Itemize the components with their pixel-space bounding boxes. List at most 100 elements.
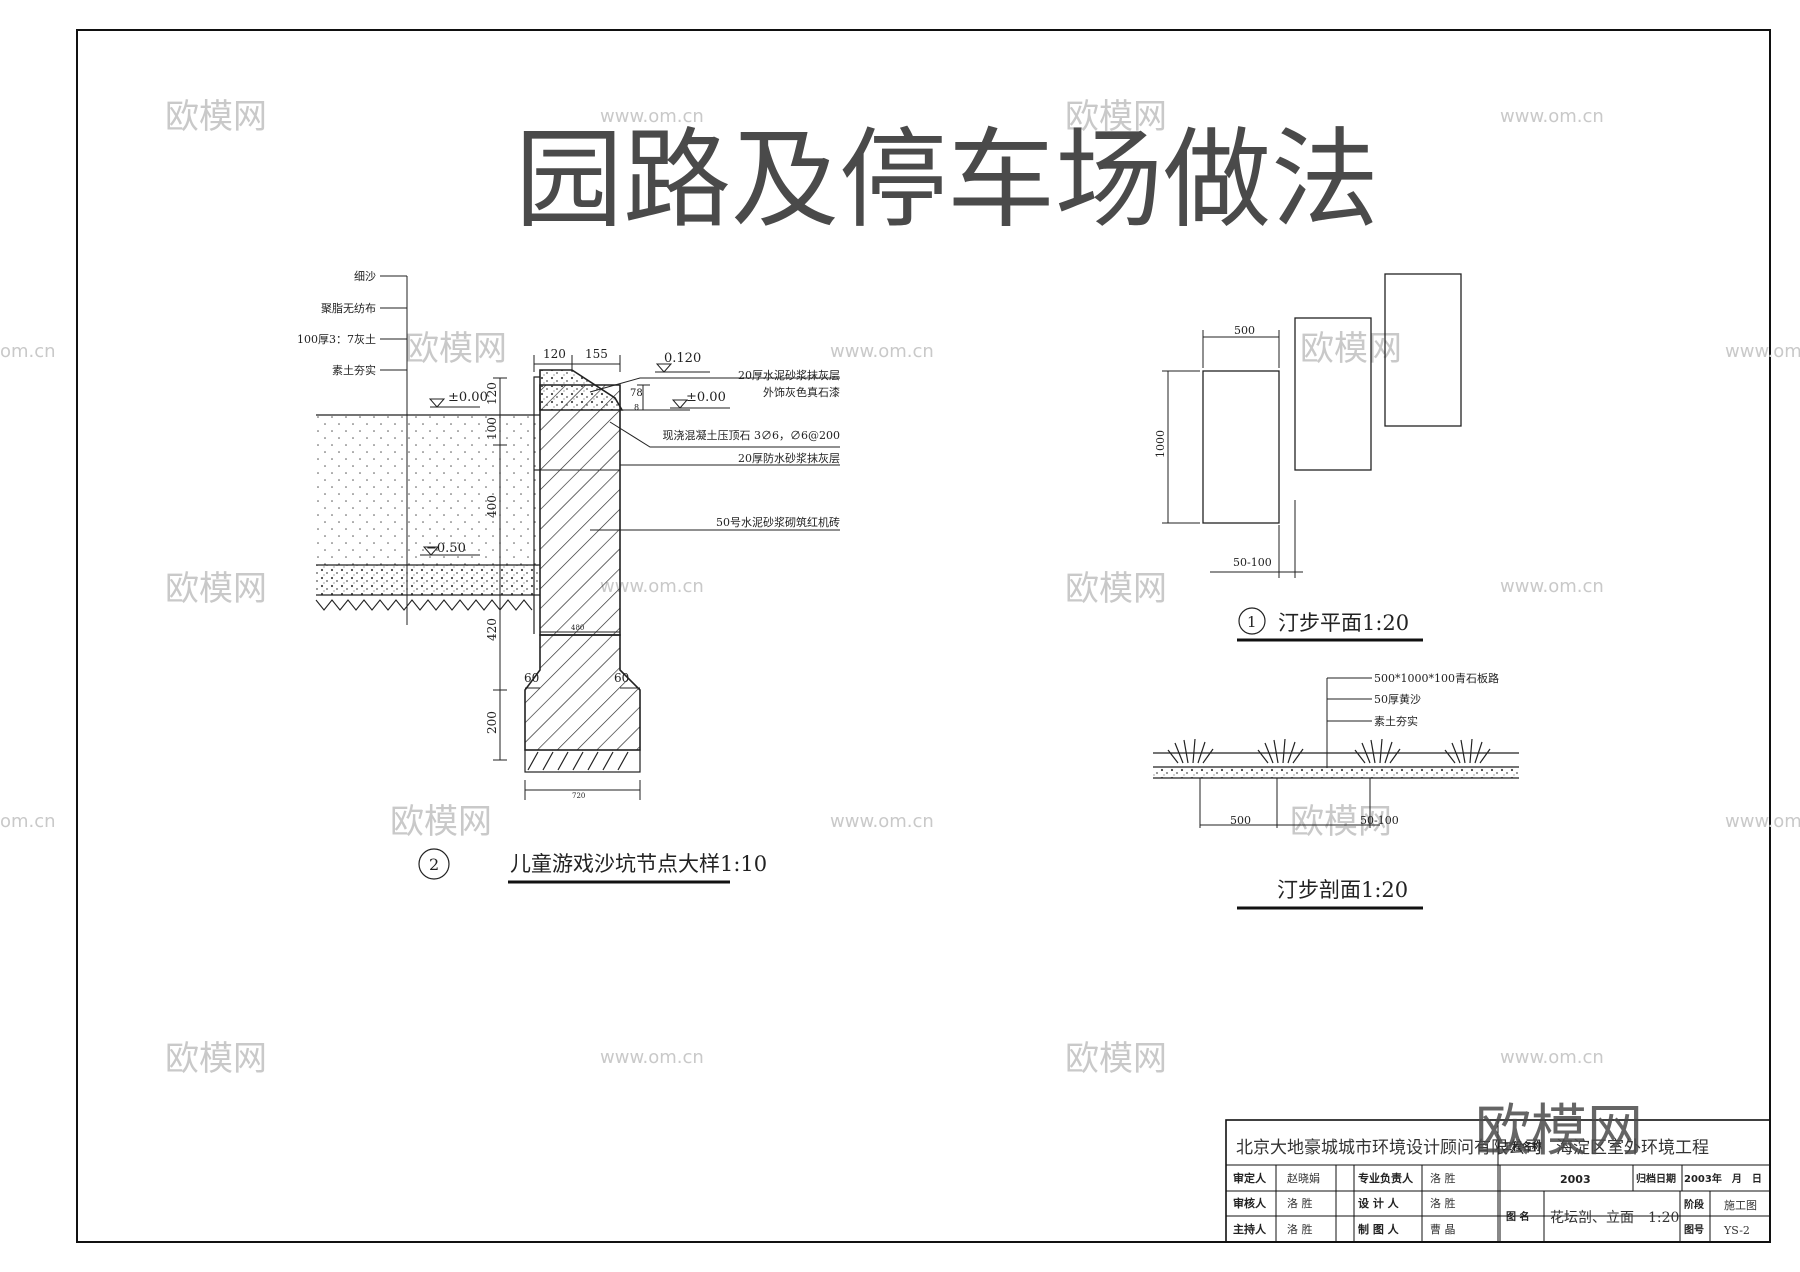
- watermark-url: www.om.cn: [600, 1047, 704, 1068]
- lime-soil-layer: [316, 565, 540, 595]
- dim-label: 50-100: [1360, 814, 1399, 827]
- sand-layer: [1153, 767, 1519, 778]
- level-label: ±0.00: [448, 390, 488, 405]
- stepping-stone: [1384, 273, 1462, 427]
- dim-label: 60: [614, 671, 629, 685]
- footing-base-symbol: [524, 749, 641, 773]
- detail-caption: 汀步剖面1:20: [1277, 878, 1408, 902]
- section-dimensions: [1199, 778, 1380, 828]
- dim-label: 50-100: [1233, 556, 1272, 569]
- dim-label: 8: [634, 403, 639, 412]
- dim-label: 500: [1230, 814, 1251, 827]
- detail-number-circle: [1238, 607, 1266, 635]
- watermark-logo: 欧模网: [1065, 97, 1167, 137]
- watermark-url: www.om: [1725, 341, 1800, 362]
- layer-label: 20厚防水砂浆抹灰层: [738, 451, 840, 465]
- watermark-url: www.om.cn: [830, 811, 934, 832]
- layer-label: 50号水泥砂浆砌筑红机砖: [716, 515, 840, 529]
- archive-label: 归档日期: [1636, 1172, 1676, 1185]
- watermark-logo: 欧模网: [1065, 569, 1167, 609]
- role-label: 审核人: [1233, 1196, 1267, 1210]
- watermark-logo-large: 欧模网: [1475, 1099, 1643, 1164]
- project-label: 工程名称: [1502, 1140, 1542, 1153]
- plan-dimensions: [1162, 330, 1303, 578]
- layer-label: 20厚水泥砂浆抹灰层: [738, 368, 840, 382]
- role-label: 审定人: [1233, 1171, 1267, 1185]
- role-name: 洛 胜: [1287, 1222, 1313, 1236]
- stage-label: 阶段: [1684, 1198, 1704, 1211]
- detail-number: 2: [429, 855, 439, 874]
- layer-label: 细沙: [354, 270, 376, 283]
- watermark-layer: 欧模网 www.om.cn 欧模网 www.om.cn om.cn 欧模网 ww…: [0, 97, 1800, 1079]
- level-label: −0.50: [426, 541, 466, 556]
- role-label: 主持人: [1233, 1222, 1267, 1236]
- wall-footing: [524, 634, 641, 751]
- role-name: 洛 胜: [1430, 1196, 1456, 1210]
- section-leaders: [1326, 677, 1372, 768]
- right-leaders: [589, 377, 840, 531]
- watermark-logo: 欧模网: [390, 802, 492, 842]
- brick-wall: [539, 384, 621, 636]
- watermark-logo: 欧模网: [1290, 802, 1392, 842]
- level-label: ±0.00: [686, 390, 726, 405]
- dim-label: 60: [524, 671, 539, 685]
- detail-caption: 汀步平面1:20: [1278, 611, 1409, 635]
- watermark-logo: 欧模网: [165, 97, 267, 137]
- detail-caption: 儿童游戏沙坑节点大样1:10: [510, 852, 767, 876]
- coping-stone: [539, 369, 624, 411]
- dimension-lines: [493, 355, 650, 800]
- stepping-stone: [1202, 370, 1280, 524]
- layer-label: 500*1000*100青石板路: [1374, 671, 1499, 685]
- watermark-url: www.om.cn: [600, 576, 704, 597]
- layer-label: 素土夯实: [332, 363, 376, 377]
- dim-label: 78: [630, 388, 643, 399]
- role-label: 专业负责人: [1358, 1171, 1414, 1185]
- watermark-url: www.om.cn: [830, 341, 934, 362]
- watermark-url: www.om.cn: [1500, 576, 1604, 597]
- year: 2003: [1560, 1173, 1591, 1186]
- detail-number: 1: [1247, 613, 1257, 631]
- sheet-title: 园路及停车场做法: [515, 118, 1379, 243]
- watermark-logo: 欧模网: [1065, 1039, 1167, 1079]
- layer-label: 现浇混凝土压顶石 3∅6，∅6@200: [663, 428, 841, 442]
- dim-label: 120: [485, 382, 499, 405]
- layer-label: 100厚3：7灰土: [297, 332, 376, 346]
- watermark-logo: 欧模网: [405, 329, 507, 369]
- dim-label: 155: [585, 347, 608, 361]
- compacted-soil-symbol: [315, 599, 533, 611]
- company-name: 北京大地豪城城市环境设计顾问有限公司: [1236, 1137, 1542, 1158]
- drawing-name-label: 图 名: [1506, 1210, 1529, 1223]
- role-name: 洛 胜: [1287, 1196, 1313, 1210]
- watermark-logo: 欧模网: [165, 569, 267, 609]
- watermark-logo: 欧模网: [1300, 329, 1402, 369]
- sand-fill: [316, 415, 540, 565]
- left-leaders: [380, 275, 408, 625]
- watermark-url: om.cn: [0, 341, 56, 362]
- layer-label: 聚脂无纺布: [321, 301, 376, 315]
- detail-stepping-plan: 500 1000 50-100 1 汀步平面1:20: [1154, 273, 1462, 642]
- role-name: 洛 胜: [1430, 1171, 1456, 1185]
- watermark-url: om.cn: [0, 811, 56, 832]
- watermark-url: www.om.cn: [1500, 106, 1604, 127]
- project-name: 海淀区室外环境工程: [1556, 1138, 1709, 1158]
- detail-number-circle: [418, 848, 450, 880]
- dim-label: 1000: [1154, 430, 1167, 458]
- layer-label: 外饰灰色真石漆: [763, 385, 840, 399]
- layer-label: 50厚黄沙: [1374, 692, 1421, 706]
- dim-label: 120: [543, 347, 566, 361]
- dim-label: 100: [485, 417, 499, 440]
- grass-tuft: [1167, 738, 1491, 764]
- number-label: 图号: [1684, 1224, 1704, 1236]
- level-marker: [420, 363, 730, 556]
- watermark-logo: 欧模网: [165, 1039, 267, 1079]
- stage-value: 施工图: [1724, 1199, 1757, 1212]
- stepping-stone: [1294, 317, 1372, 471]
- role-name: 赵晓娟: [1287, 1171, 1320, 1185]
- watermark-url: www.om.cn: [1500, 1047, 1604, 1068]
- role-label: 制 图 人: [1358, 1222, 1400, 1236]
- dim-label: 420: [485, 618, 499, 641]
- drawing-name: 花坛剖、立面 1:20: [1550, 1210, 1679, 1226]
- dim-label: 720: [572, 792, 585, 800]
- dim-label: 200: [485, 711, 499, 734]
